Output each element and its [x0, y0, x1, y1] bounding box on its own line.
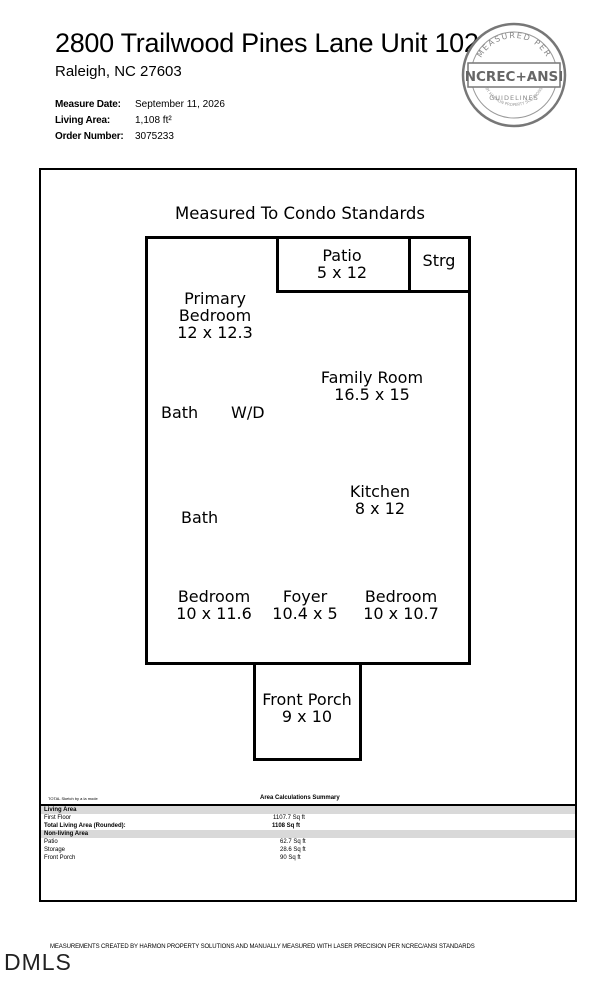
- room-foyer-dims: 10.4 x 5: [272, 603, 338, 623]
- storage-outline: [408, 236, 471, 293]
- plan-heading: Measured To Condo Standards: [175, 204, 426, 223]
- order-number-label: Order Number:: [55, 130, 124, 142]
- room-front-porch: Front Porch 9 x 10: [256, 690, 358, 726]
- front-porch-outline: [253, 662, 362, 761]
- first-floor-label: First Floor: [44, 815, 71, 821]
- measurement-details: Measure Date: September 11, 2026 Living …: [55, 96, 225, 144]
- city-state-zip: Raleigh, NC 27603: [55, 63, 182, 80]
- summary-row-total: Total Living Area (Rounded): 1108 Sq ft: [41, 822, 575, 830]
- room-bath-1: Bath: [161, 403, 199, 422]
- room-bedroom-1-dims: 10 x 11.6: [176, 603, 252, 623]
- summary-row-patio: Patio 62.7 Sq ft: [41, 838, 575, 846]
- summary-row-first-floor: First Floor 1107.7 Sq ft: [41, 814, 575, 822]
- room-primary-bedroom-name1: Primary: [184, 289, 246, 308]
- room-kitchen-dims: 8 x 12: [354, 498, 406, 518]
- room-front-porch-name: Front Porch: [262, 690, 352, 709]
- storage-area-label: Storage: [44, 847, 66, 853]
- patio-area-label: Patio: [44, 839, 58, 845]
- patio-area-value: 62.7 Sq ft: [280, 839, 306, 845]
- room-primary-bedroom-name2: Bedroom: [178, 305, 252, 325]
- area-summary-title: Area Calculations Summary: [260, 795, 340, 801]
- room-storage: Strg: [422, 251, 456, 270]
- summary-row-storage: Storage 28.6 Sq ft: [41, 846, 575, 854]
- dmls-logo: DMLS: [4, 949, 72, 975]
- room-bedroom-2: Bedroom 10 x 10.7: [355, 587, 447, 623]
- room-patio-dims: 5 x 12: [316, 262, 368, 282]
- room-foyer-name: Foyer: [282, 587, 328, 606]
- room-kitchen-name: Kitchen: [349, 482, 411, 501]
- storage-area-value: 28.6 Sq ft: [280, 847, 306, 853]
- property-address: 2800 Trailwood Pines Lane Unit 102: [55, 28, 479, 58]
- room-primary-bedroom-dims: 12 x 12.3: [177, 322, 253, 342]
- room-bath-2: Bath: [181, 508, 219, 527]
- room-family-room: Family Room 16.5 x 15: [310, 368, 434, 404]
- area-summary-table: Living Area First Floor 1107.7 Sq ft Tot…: [41, 804, 575, 862]
- room-primary-bedroom: Primary Bedroom 12 x 12.3: [165, 289, 265, 342]
- room-bedroom-1-name: Bedroom: [177, 587, 251, 606]
- sketch-software-note: TOTAL Sketch by a la mode: [48, 796, 98, 801]
- floorplan-frame: [39, 168, 577, 902]
- order-number-row: Order Number: 3075233: [55, 128, 225, 144]
- room-family-room-dims: 16.5 x 15: [334, 384, 410, 404]
- room-foyer: Foyer 10.4 x 5: [266, 587, 344, 623]
- measure-date-label: Measure Date:: [55, 98, 121, 110]
- total-living-value: 1108 Sq ft: [272, 823, 301, 829]
- living-area-header: Living Area: [41, 806, 575, 814]
- measurement-disclaimer: MEASUREMENTS CREATED BY HARMON PROPERTY …: [50, 944, 475, 950]
- nonliving-area-header: Non-living Area: [41, 830, 575, 838]
- summary-row-front-porch: Front Porch 90 Sq ft: [41, 854, 575, 862]
- room-kitchen: Kitchen 8 x 12: [335, 482, 425, 518]
- room-bedroom-1: Bedroom 10 x 11.6: [166, 587, 262, 623]
- living-area-value: 1,108 ft²: [135, 114, 172, 126]
- room-bedroom-2-dims: 10 x 10.7: [363, 603, 439, 623]
- order-number-value: 3075233: [135, 130, 174, 142]
- measure-date-row: Measure Date: September 11, 2026: [55, 96, 225, 112]
- room-washer-dryer: W/D: [231, 403, 265, 422]
- room-patio: Patio 5 x 12: [300, 246, 384, 282]
- seal-main-text: NCREC+ANSI: [465, 69, 564, 85]
- living-area-row: Living Area: 1,108 ft²: [55, 112, 225, 128]
- ncrec-ansi-seal: MEASURED PER NCREC+ANSI GUIDELINES BY HA…: [461, 22, 567, 128]
- room-patio-name: Patio: [322, 246, 362, 265]
- front-porch-area-value: 90 Sq ft: [280, 855, 301, 861]
- room-front-porch-dims: 9 x 10: [281, 706, 333, 726]
- measure-date-value: September 11, 2026: [135, 98, 225, 110]
- seal-sub-text: GUIDELINES: [489, 94, 538, 102]
- room-family-room-name: Family Room: [320, 368, 424, 387]
- total-living-label: Total Living Area (Rounded):: [44, 823, 126, 829]
- living-area-label: Living Area:: [55, 114, 111, 126]
- front-porch-area-label: Front Porch: [44, 855, 76, 861]
- room-bedroom-2-name: Bedroom: [364, 587, 438, 606]
- first-floor-value: 1107.7 Sq ft: [273, 815, 305, 821]
